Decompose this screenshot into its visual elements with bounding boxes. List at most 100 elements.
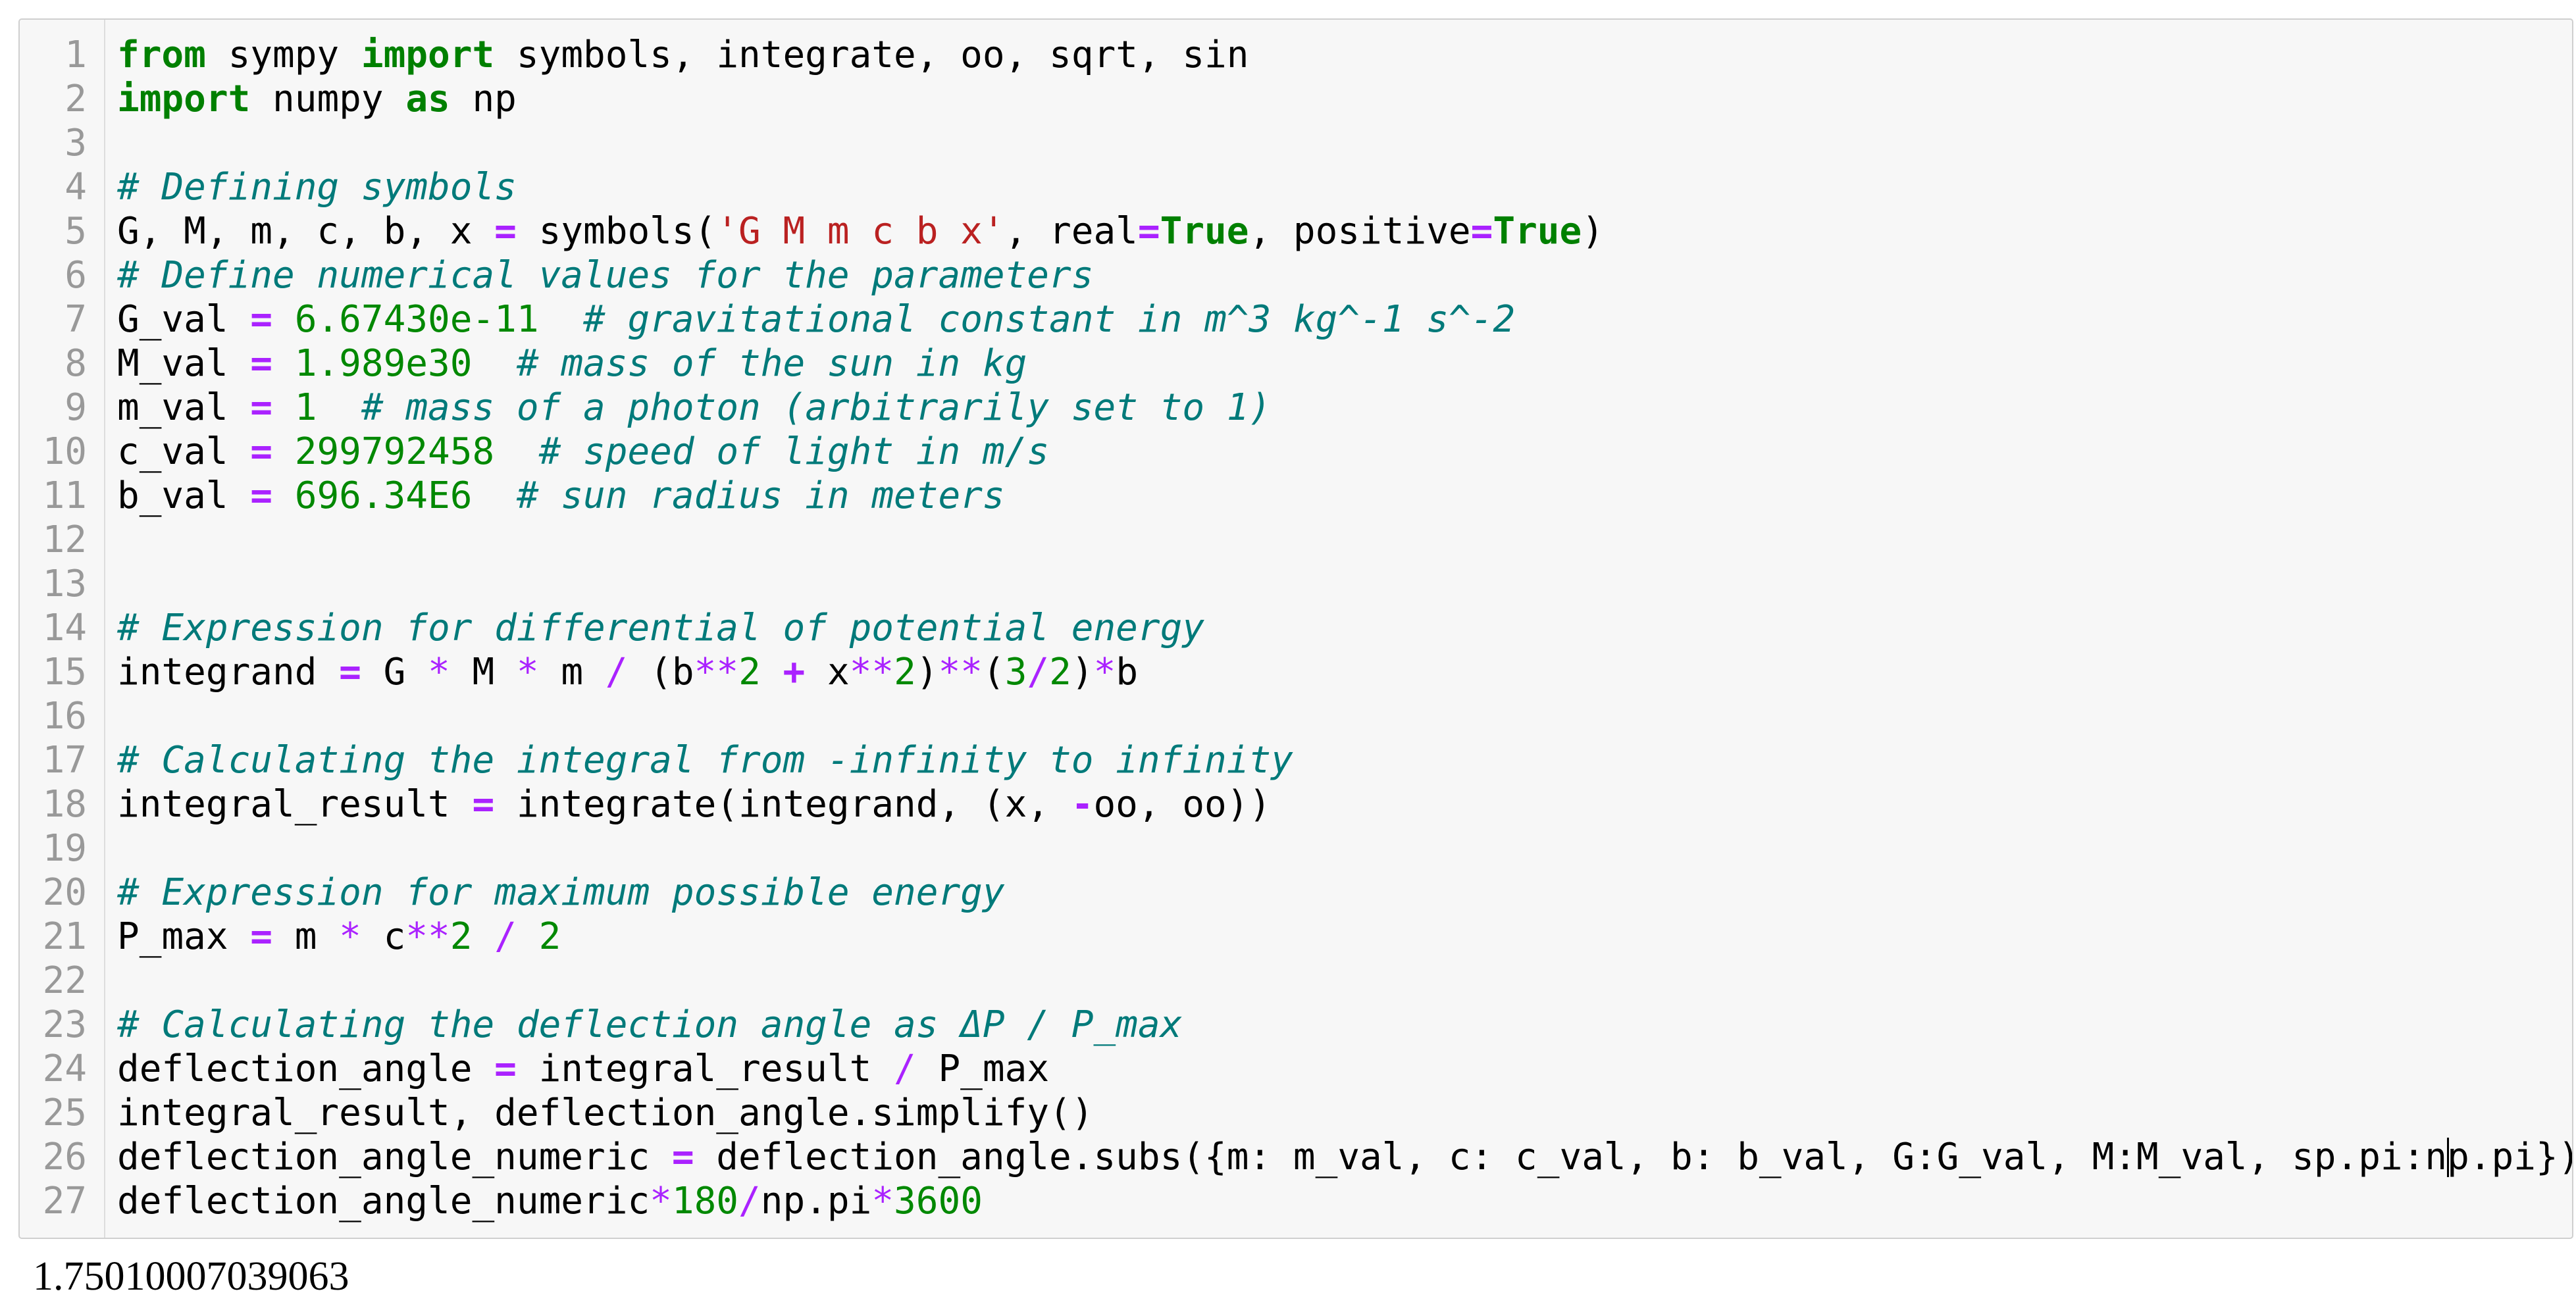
code-token: (b (627, 651, 694, 694)
line-number: 16 (42, 695, 87, 738)
operator-token: / (494, 915, 517, 958)
number-token: 2 (738, 651, 761, 694)
comment-token: # Calculating the integral from -infinit… (117, 739, 1293, 782)
code-line[interactable]: 14# Expression for differential of poten… (20, 606, 2572, 650)
operator-token: * (1093, 651, 1116, 694)
code-token (272, 342, 295, 385)
code-token: c (361, 915, 406, 958)
line-source: G, M, m, c, b, x = symbols('G M m c b x'… (87, 209, 1604, 253)
line-number: 25 (42, 1092, 87, 1134)
code-token (272, 430, 295, 473)
line-source: integral_result = integrate(integrand, (… (87, 782, 1271, 826)
operator-token: = (472, 783, 495, 826)
operator-token: * (428, 651, 450, 694)
operator-token: = (250, 915, 273, 958)
line-number: 3 (64, 122, 87, 164)
number-token: 696.34E6 (294, 474, 473, 517)
code-line[interactable]: 22 (20, 959, 2572, 1003)
line-number: 8 (64, 342, 87, 385)
line-number: 20 (42, 871, 87, 914)
comment-token: # mass of the sun in kg (516, 342, 1027, 385)
code-token: symbols( (516, 210, 717, 253)
operator-token: ** (849, 651, 894, 694)
string-token: 'G M m c b x' (716, 210, 1005, 253)
code-token (494, 430, 538, 473)
operator-token: * (339, 915, 361, 958)
code-token: m_val (117, 386, 251, 429)
line-number: 1 (64, 34, 87, 76)
code-token (761, 651, 783, 694)
line-number: 15 (42, 651, 87, 694)
operator-token: ** (405, 915, 450, 958)
code-token: numpy (250, 78, 406, 120)
code-token: G_val (117, 298, 251, 341)
code-line[interactable]: 23 # Calculating the deflection angle as … (20, 1003, 2572, 1047)
line-number: 14 (42, 607, 87, 649)
line-number: 23 (42, 1003, 87, 1046)
line-source: m_val = 1 # mass of a photon (arbitraril… (87, 386, 1271, 430)
code-token: c_val (117, 430, 251, 473)
code-line[interactable]: 13 (20, 562, 2572, 606)
number-token: 3 (1004, 651, 1027, 694)
operator-token: = (250, 298, 273, 341)
operator-token: = (1470, 210, 1493, 253)
line-source (87, 959, 117, 1003)
operator-token: * (516, 651, 539, 694)
code-token (272, 298, 295, 341)
code-line[interactable]: 12 (20, 518, 2572, 562)
code-token: M (450, 651, 517, 694)
line-number: 21 (42, 915, 87, 958)
code-token: symbols, integrate, oo, sqrt, sin (494, 34, 1249, 76)
code-line[interactable]: 17# Calculating the integral from -infin… (20, 738, 2572, 782)
number-token: 2 (894, 651, 916, 694)
keyword-token: import (361, 34, 495, 76)
code-line[interactable]: 4# Defining symbols (20, 165, 2572, 209)
line-source: deflection_angle_numeric*180/np.pi*3600 (87, 1179, 983, 1223)
code-token (317, 386, 361, 429)
operator-token: / (605, 651, 628, 694)
line-number-gutter (20, 20, 105, 1238)
line-number: 2 (64, 78, 87, 120)
code-line[interactable]: 20# Expression for maximum possible ener… (20, 870, 2572, 915)
code-line[interactable]: 6# Define numerical values for the param… (20, 253, 2572, 297)
line-number: 27 (42, 1180, 87, 1223)
comment-token: # Calculating the deflection angle as ΔP… (117, 1003, 1183, 1046)
code-token: x (805, 651, 850, 694)
line-number: 22 (42, 959, 87, 1002)
line-number: 4 (64, 166, 87, 209)
operator-token: = (1137, 210, 1160, 253)
code-line[interactable]: 3 (20, 121, 2572, 165)
line-source: # Define numerical values for the parame… (87, 253, 1093, 297)
operator-token: / (1027, 651, 1050, 694)
number-token: 180 (671, 1180, 739, 1223)
code-line[interactable]: 19 (20, 826, 2572, 870)
code-token: deflection_angle_numeric (117, 1136, 672, 1178)
operator-token: = (250, 342, 273, 385)
line-source: integrand = G * M * m / (b**2 + x**2)**(… (87, 650, 1138, 694)
keyword-token: True (1493, 210, 1582, 253)
line-source: # Expression for differential of potenti… (87, 606, 1204, 650)
code-token: ) (915, 651, 939, 694)
line-number: 18 (42, 783, 87, 826)
line-number: 24 (42, 1047, 87, 1090)
code-token: M_val (117, 342, 251, 385)
code-line[interactable]: 16 (20, 694, 2572, 738)
operator-token: / (738, 1180, 761, 1223)
